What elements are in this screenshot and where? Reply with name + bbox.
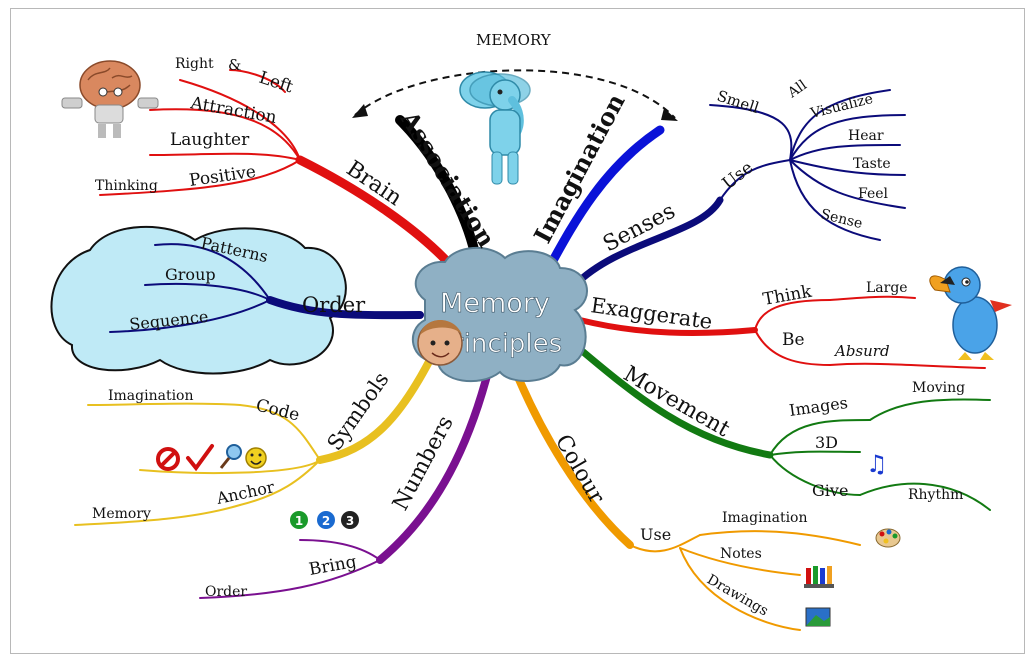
smiley-icon — [245, 447, 267, 469]
crayons-icon — [804, 566, 834, 588]
brain-sub-and: & — [228, 56, 241, 74]
number-2-icon: 2 — [317, 511, 335, 529]
landscape-icon — [805, 607, 831, 627]
elephant-mascot-icon — [459, 71, 531, 185]
brain-sub-left: Left — [256, 68, 295, 98]
senses-branch — [571, 89, 906, 289]
svg-text:2: 2 — [322, 514, 330, 528]
brain-mascot-icon — [61, 60, 159, 138]
symbols-sub-code: Code — [254, 395, 302, 425]
face-icon — [417, 320, 463, 366]
number-3-icon: 3 — [341, 511, 359, 529]
senses-sub-hear: Hear — [848, 128, 884, 144]
check-icon — [186, 444, 214, 472]
exaggerate-branch — [577, 295, 986, 369]
numbers-label: Numbers — [388, 412, 459, 515]
movement-sub-rhythm: Rhythm — [908, 487, 963, 503]
brain-sub-positive: Positive — [188, 162, 257, 191]
order-sub-group: Group — [165, 265, 216, 284]
brain-sub-attraction: Attraction — [188, 93, 278, 128]
music-notes-icon: ♫ — [866, 450, 888, 478]
memory-label: MEMORY — [476, 31, 552, 49]
movement-sub-images: Images — [788, 393, 849, 420]
magnifier-icon — [219, 444, 242, 469]
center-title-line1: Memory — [440, 288, 550, 319]
colour-sub-notes: Notes — [720, 546, 762, 562]
svg-text:3: 3 — [346, 514, 354, 528]
movement-label: Movement — [619, 362, 734, 443]
colour-branch — [511, 366, 861, 631]
movement-sub-moving: Moving — [912, 380, 965, 396]
movement-sub-give: Give — [812, 481, 848, 500]
senses-sub-smell: Smell — [715, 87, 762, 117]
exaggerate-sub-absurd: Absurd — [833, 342, 890, 360]
exaggerate-sub-be: Be — [782, 330, 805, 350]
memory-arc — [352, 69, 678, 121]
numbers-sub-bring: Bring — [307, 552, 358, 580]
colour-sub-drawings: Drawings — [704, 572, 771, 620]
exaggerate-sub-think: Think — [761, 282, 813, 310]
colour-label: Colour — [550, 431, 609, 509]
brain-sub-laughter: Laughter — [170, 130, 250, 150]
order-label: Order — [302, 293, 366, 317]
brain-sub-thinking: Thinking — [95, 178, 158, 194]
toucan-mascot-icon — [929, 266, 1012, 360]
no-icon — [156, 447, 180, 471]
svg-text:1: 1 — [295, 514, 303, 528]
order-branch — [109, 243, 424, 333]
senses-sub-taste: Taste — [853, 156, 891, 172]
palette-icon — [875, 528, 901, 548]
numbers-sub-order: Order — [205, 584, 247, 600]
symbols-sub-imagination: Imagination — [108, 388, 194, 404]
svg-text:♫: ♫ — [866, 450, 888, 478]
brain-sub-right: Right — [175, 56, 214, 72]
colour-use-label: Use — [640, 525, 671, 544]
exaggerate-sub-large: Large — [866, 280, 908, 296]
brain-branch — [99, 69, 460, 275]
order-cloud — [50, 225, 347, 375]
symbols-branch — [74, 346, 439, 526]
senses-sub-all: All — [784, 77, 810, 102]
senses-use-label: Use — [719, 158, 757, 194]
colour-sub-imagination: Imagination — [722, 510, 808, 526]
symbols-sub-memory: Memory — [92, 506, 151, 522]
movement-sub-3d: 3D — [815, 433, 838, 452]
numbers-branch — [199, 368, 492, 599]
senses-sub-feel: Feel — [858, 186, 889, 202]
number-1-icon: 1 — [290, 511, 308, 529]
movement-branch — [571, 341, 991, 511]
